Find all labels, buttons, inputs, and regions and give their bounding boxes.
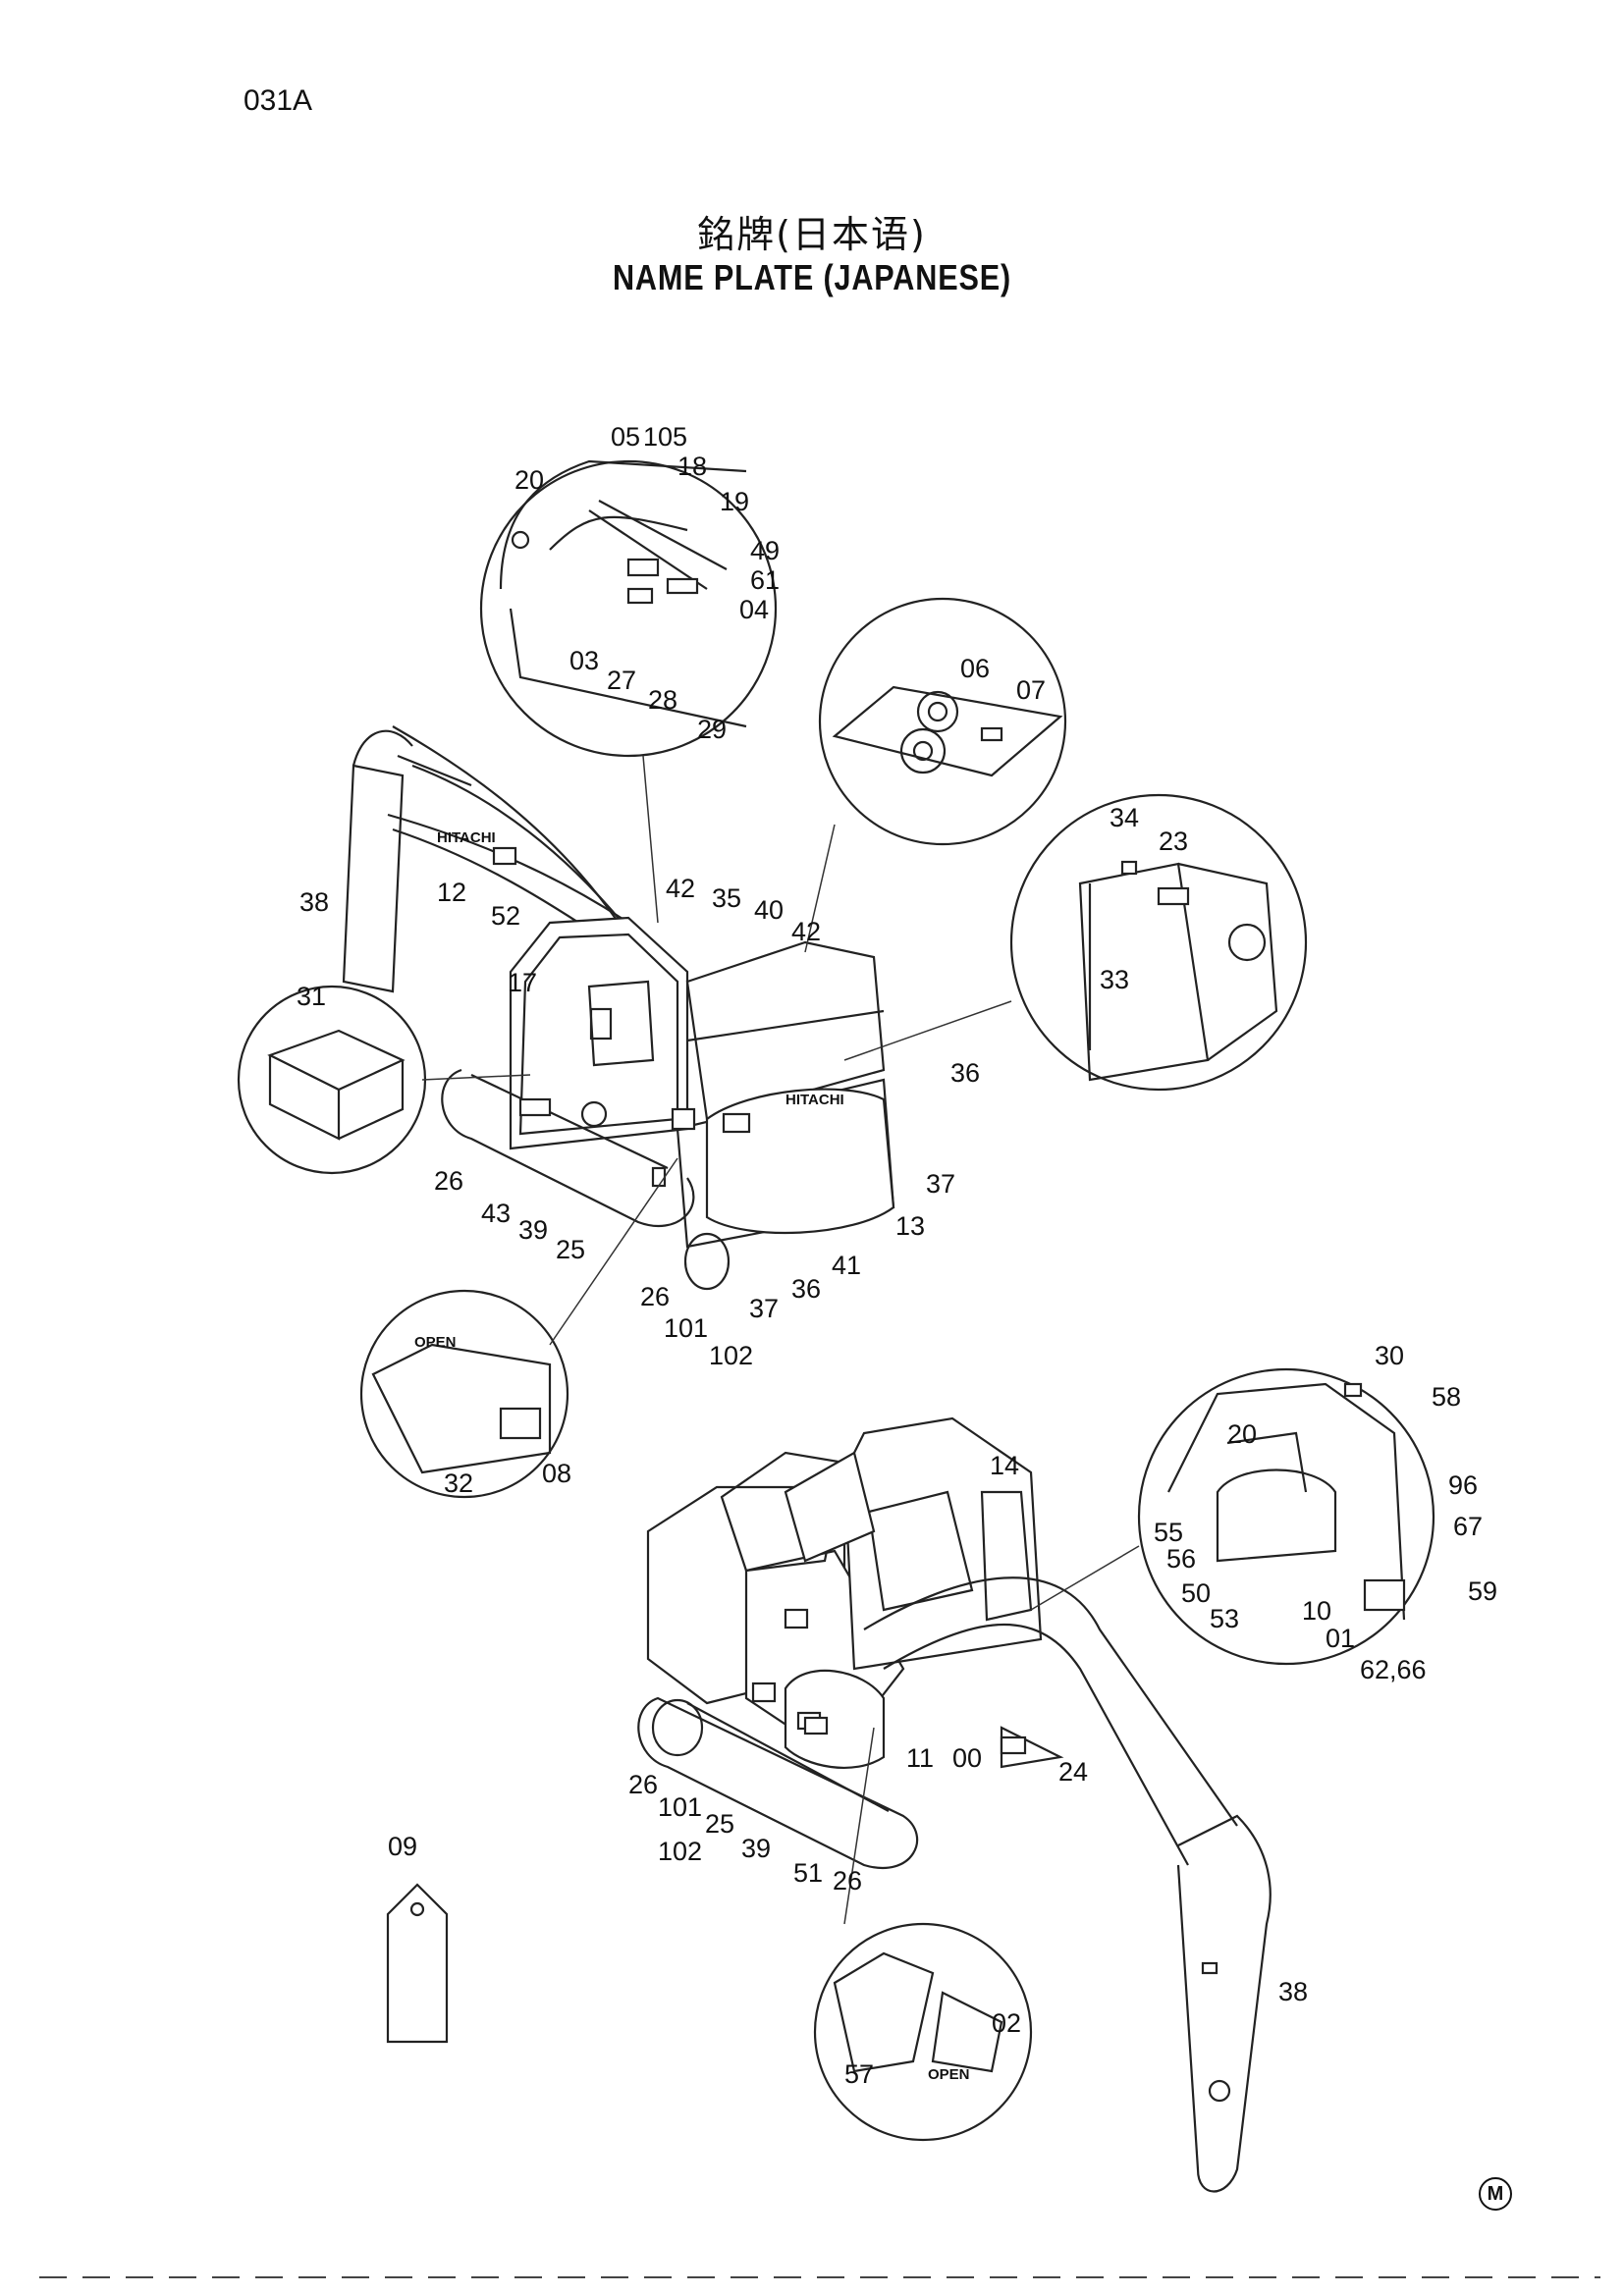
upper-excavator: HITACHI HITACHI <box>342 725 895 1291</box>
callout-label: 01 <box>1326 1624 1355 1653</box>
callout-label: 36 <box>791 1274 821 1304</box>
callout-label: 101 <box>664 1313 708 1343</box>
callout-label: 20 <box>1227 1419 1257 1449</box>
callout-label: 30 <box>1375 1341 1404 1370</box>
callout-label: 23 <box>1159 827 1188 856</box>
callout-label: 58 <box>1432 1382 1461 1412</box>
callout-label: 50 <box>1181 1578 1211 1608</box>
callout-label: 59 <box>1468 1576 1497 1606</box>
callout-label: 96 <box>1448 1470 1478 1500</box>
callout-label: 26 <box>833 1866 862 1896</box>
detail-switch-panel <box>818 597 1067 846</box>
detail-hydraulic-tank: OPEN <box>813 1922 1033 2142</box>
callout-label: 18 <box>677 452 707 481</box>
callout-label: 17 <box>508 968 537 997</box>
callout-label: 02 <box>992 2008 1021 2038</box>
callout-label: 35 <box>712 883 741 913</box>
tag-09 <box>386 1883 449 2044</box>
callout-label: 33 <box>1100 965 1129 994</box>
callout-label: 05 <box>611 422 640 452</box>
callout-labels: 05 105 18 19 49 61 04 20 03 27 28 29 06 … <box>297 422 1497 2089</box>
detail-cab-upper <box>479 459 778 758</box>
detail-battery-box <box>237 985 427 1175</box>
callout-label: 61 <box>750 565 780 595</box>
brand-label-body: HITACHI <box>785 1092 844 1108</box>
open-label-upper: OPEN <box>414 1334 457 1351</box>
callout-label: 32 <box>444 1468 473 1498</box>
callout-label: 24 <box>1058 1757 1088 1787</box>
callout-label: 36 <box>950 1058 980 1088</box>
title-japanese: 銘牌(日本语) <box>697 213 927 256</box>
callout-label: 03 <box>569 646 599 675</box>
callout-label: 40 <box>754 895 784 925</box>
callout-label: 34 <box>1110 803 1139 832</box>
callout-label: 25 <box>705 1809 734 1839</box>
detail-engine <box>1009 793 1308 1092</box>
detail-fuse-box: OPEN <box>359 1289 569 1499</box>
callout-label: 37 <box>749 1294 779 1323</box>
callout-label: 102 <box>709 1341 753 1370</box>
callout-label: 105 <box>643 422 687 452</box>
title-english: NAME PLATE (JAPANESE) <box>612 257 1012 297</box>
callout-label: 29 <box>697 715 727 744</box>
callout-label: 08 <box>542 1459 571 1488</box>
callout-label: 31 <box>297 982 326 1011</box>
callout-label: 14 <box>990 1451 1019 1480</box>
callout-label: 39 <box>741 1834 771 1863</box>
callout-label: 49 <box>750 536 780 565</box>
callout-label: 51 <box>793 1858 823 1888</box>
open-label-lower: OPEN <box>928 2066 970 2083</box>
corner-mark: M <box>1479 2177 1512 2211</box>
callout-label: 26 <box>640 1282 670 1311</box>
callout-label: 19 <box>720 487 749 516</box>
callout-label: 09 <box>388 1832 417 1861</box>
callout-label: 101 <box>658 1792 702 1822</box>
lower-excavator <box>637 1416 1272 2193</box>
callout-label: 12 <box>437 878 466 907</box>
callout-label: 41 <box>832 1251 861 1280</box>
callout-label: 37 <box>926 1169 955 1199</box>
callout-label: 26 <box>628 1770 658 1799</box>
callout-label: 43 <box>481 1199 511 1228</box>
callout-label: 53 <box>1210 1604 1239 1633</box>
callout-label: 62,66 <box>1360 1655 1427 1684</box>
callout-label: 56 <box>1166 1544 1196 1574</box>
callout-label: 52 <box>491 901 520 931</box>
callout-label: 42 <box>791 917 821 946</box>
callout-label: 38 <box>1278 1977 1308 2006</box>
page-code: 031A <box>244 84 313 117</box>
detail-cab-lower <box>1137 1367 1435 1666</box>
callout-label: 04 <box>739 595 769 624</box>
callout-label: 10 <box>1302 1596 1331 1626</box>
callout-label: 26 <box>434 1166 463 1196</box>
callout-label: 06 <box>960 654 990 683</box>
callout-label: 55 <box>1154 1518 1183 1547</box>
callout-label: 39 <box>518 1215 548 1245</box>
callout-label: 28 <box>648 685 677 715</box>
callout-label: 25 <box>556 1235 585 1264</box>
callout-label: 67 <box>1453 1512 1483 1541</box>
callout-label: 07 <box>1016 675 1046 705</box>
callout-label: 00 <box>952 1743 982 1773</box>
callout-label: 20 <box>514 465 544 495</box>
callout-label: 57 <box>844 2059 874 2089</box>
callout-label: 102 <box>658 1837 702 1866</box>
callout-label: 27 <box>607 666 636 695</box>
callout-label: 38 <box>299 887 329 917</box>
callout-label: 11 <box>906 1743 934 1773</box>
brand-label-arm: HITACHI <box>437 829 496 846</box>
callout-label: 42 <box>666 874 695 903</box>
callout-label: 13 <box>895 1211 925 1241</box>
